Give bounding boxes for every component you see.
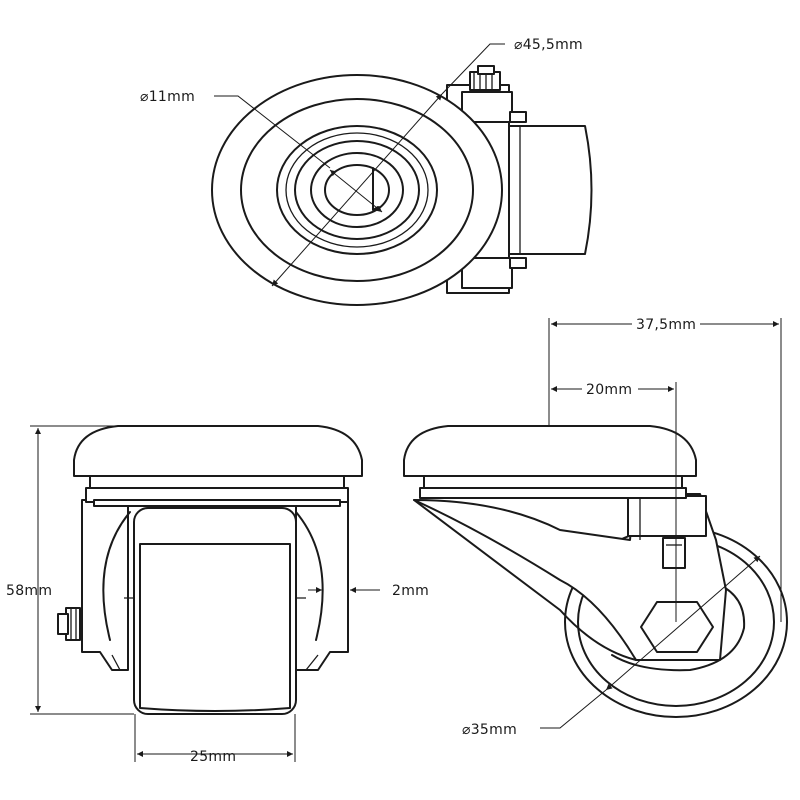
clearance-label: 2mm xyxy=(392,583,429,599)
front-view-plate xyxy=(73,425,363,477)
wheel-diameter-label: ⌀35mm xyxy=(462,722,517,738)
side-view: 37,5mm 20mm ⌀35mm xyxy=(403,314,788,738)
plate-diameter-leader xyxy=(271,93,443,287)
front-view: 58mm 2mm 25mm xyxy=(6,425,429,765)
plate-diameter-label: ⌀45,5mm xyxy=(514,37,583,53)
offset-label: 20mm xyxy=(586,382,632,398)
side-view-hex-nut xyxy=(640,601,714,653)
top-view: ⌀11mm ⌀45,5mm xyxy=(140,37,593,306)
length-label: 37,5mm xyxy=(636,317,696,333)
top-view-wheel-block xyxy=(504,125,593,255)
width-label: 25mm xyxy=(190,749,236,765)
side-view-plate xyxy=(403,425,697,477)
height-label: 58mm xyxy=(6,583,52,599)
hole-diameter-label: ⌀11mm xyxy=(140,89,195,105)
wheel-diameter-leader xyxy=(605,555,761,691)
